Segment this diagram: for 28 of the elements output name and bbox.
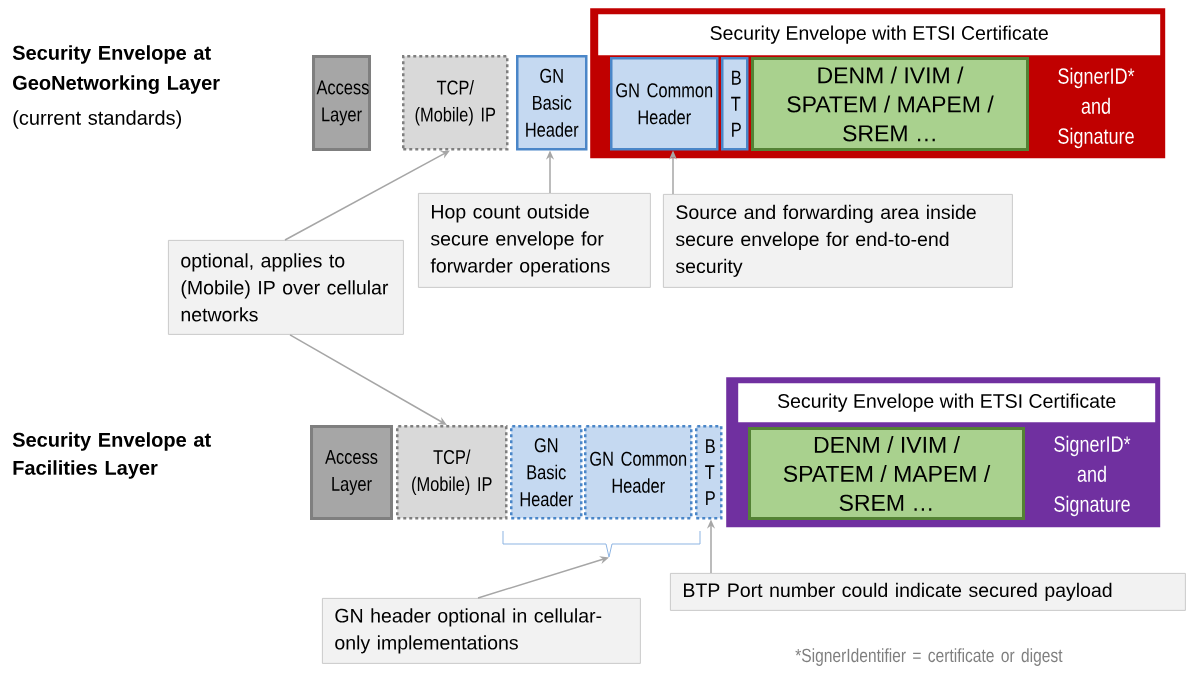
header-box: GN Common Header (610, 57, 719, 151)
payload-box: DENM / IVIM / SPATEM / MAPEM / SREM … (748, 427, 1025, 520)
header-box: GN Basic Header (516, 55, 588, 151)
callout-box: BTP Port number could indicate secured payload (670, 573, 1186, 611)
callout-box: GN header optional in cellular-only implementations (322, 598, 641, 664)
layer-box: Access Layer (312, 55, 371, 151)
payload-box: DENM / IVIM / SPATEM / MAPEM / SREM … (751, 57, 1029, 151)
layer-box: TCP/ (Mobile) IP (396, 425, 508, 520)
layer-box: Access Layer (310, 425, 393, 520)
signature-label: SignerID* and Signature (1054, 435, 1131, 517)
btp-box: B T P (695, 425, 723, 520)
layer-heading: Security Envelope at GeoNetworking Layer (12, 45, 220, 94)
callout-box: optional, applies to (Mobile) IP over cellular networks (168, 240, 404, 335)
layer-note: (current standards) (13, 110, 181, 129)
envelope-heading: Security Envelope with ETSI Certificate (738, 383, 1156, 423)
callout-box: Source and forwarding area inside secure envelope for end-to-end security (663, 194, 1013, 288)
arrow (284, 150, 450, 241)
arrow (289, 334, 447, 425)
btp-box: B T P (721, 57, 749, 151)
header-box: GN Basic Header (510, 425, 583, 520)
signature-label: SignerID* and Signature (1058, 67, 1135, 149)
brace (502, 530, 701, 558)
layer-heading: Security Envelope at Facilities Layer (12, 432, 211, 479)
envelope-heading: Security Envelope with ETSI Certificate (598, 14, 1161, 56)
callout-box: Hop count outside secure envelope for forwarder operations (418, 193, 651, 288)
footnote: *SignerIdentifier = certificate or digest (795, 648, 1063, 666)
header-box: GN Common Header (584, 425, 693, 520)
layer-box: TCP/ (Mobile) IP (402, 55, 509, 151)
